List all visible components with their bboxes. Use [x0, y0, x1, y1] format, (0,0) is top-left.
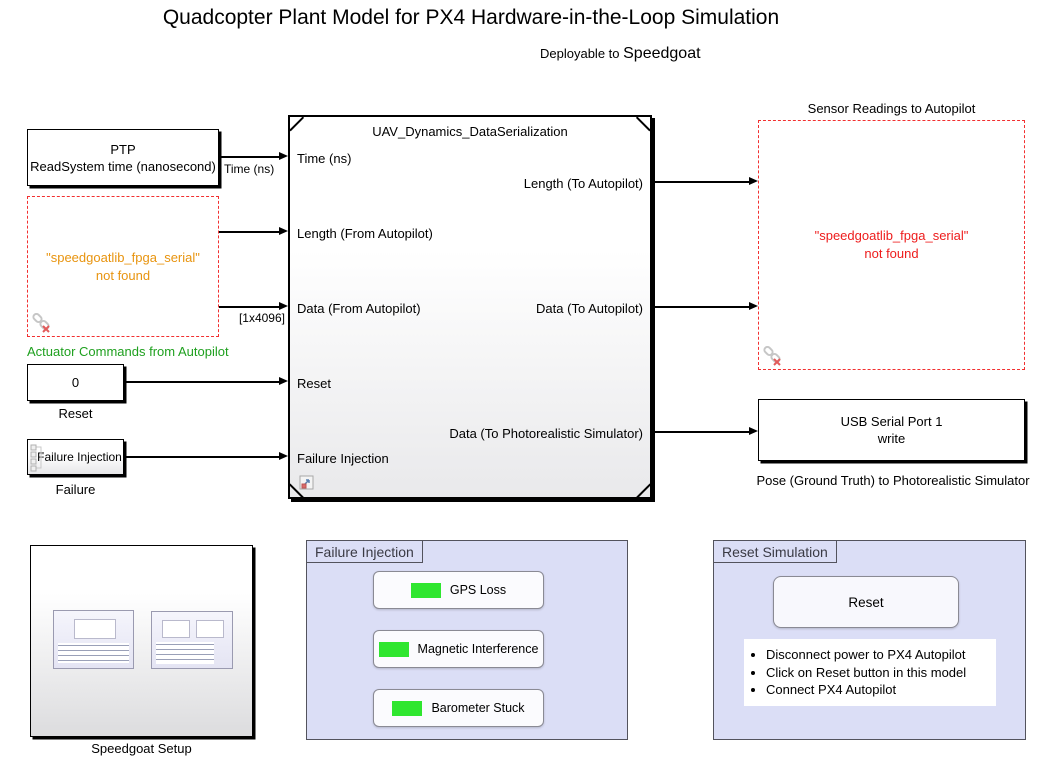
gps-loss-label: GPS Loss	[449, 583, 507, 597]
reset-step: Connect PX4 Autopilot	[766, 681, 996, 699]
arrowhead-icon	[279, 227, 288, 235]
subtitle-prefix: Deployable to	[540, 46, 624, 61]
model-reference-badge-icon	[299, 475, 314, 490]
failure-panel-title: Failure Injection	[307, 541, 423, 563]
failure-source-caption: Failure	[55, 482, 96, 497]
page-title: Quadcopter Plant Model for PX4 Hardware-…	[162, 6, 780, 29]
uav-inport-failure: Failure Injection	[297, 451, 389, 466]
wire-reset[interactable]	[124, 381, 281, 383]
wire-time[interactable]	[219, 156, 281, 158]
reset-button-label: Reset	[848, 594, 884, 610]
actuator-error-line2: not found	[95, 267, 151, 283]
broken-link-icon	[763, 346, 781, 366]
thumbnail-box	[74, 619, 116, 639]
toggle-indicator-icon	[378, 641, 409, 657]
reset-button[interactable]: Reset	[773, 576, 959, 628]
wire-failure[interactable]	[124, 456, 281, 458]
thumbnail-text-lines	[58, 643, 129, 663]
gps-loss-toggle[interactable]: GPS Loss	[373, 571, 544, 609]
failure-injection-panel: Failure Injection GPS Loss Magnetic Inte…	[306, 540, 628, 740]
broken-link-icon	[32, 313, 50, 333]
reset-step: Disconnect power to PX4 Autopilot	[766, 646, 996, 664]
ptp-line2: ReadSystem time (nanosecond)	[30, 158, 216, 174]
sensor-serial-block[interactable]: "speedgoatlib_fpga_serial" not found	[758, 120, 1025, 370]
actuator-serial-block[interactable]: "speedgoatlib_fpga_serial" not found	[27, 196, 219, 337]
speedgoat-setup-caption: Speedgoat Setup	[91, 741, 192, 756]
barometer-stuck-toggle[interactable]: Barometer Stuck	[373, 689, 544, 727]
arrowhead-icon	[749, 177, 758, 185]
toggle-indicator-icon	[410, 582, 441, 598]
subtitle-emphasis: Speedgoat	[623, 45, 701, 62]
reset-steps-box: Disconnect power to PX4 Autopilot Click …	[744, 639, 996, 706]
magnetic-interference-toggle[interactable]: Magnetic Interference	[373, 630, 544, 668]
uav-outport-data: Data (To Autopilot)	[536, 301, 643, 316]
uav-outport-photo: Data (To Photorealistic Simulator)	[449, 426, 643, 441]
corner-notch-icon	[636, 483, 651, 498]
uav-inport-length: Length (From Autopilot)	[297, 226, 433, 241]
setup-thumbnail	[151, 611, 233, 669]
uav-inport-time: Time (ns)	[297, 151, 352, 166]
reset-step: Click on Reset button in this model	[766, 664, 996, 682]
reset-constant-value: 0	[71, 375, 80, 390]
uav-dynamics-block[interactable]: UAV_Dynamics_DataSerialization Time (ns)…	[288, 115, 652, 499]
toggle-indicator-icon	[392, 700, 423, 716]
arrowhead-icon	[749, 427, 758, 435]
page-subtitle: Deployable to Speedgoat	[540, 45, 701, 63]
ptp-line1: PTP	[110, 141, 136, 157]
wire-length-to[interactable]	[652, 181, 750, 183]
uav-block-title: UAV_Dynamics_DataSerialization	[372, 124, 568, 139]
actuator-error-line1: "speedgoatlib_fpga_serial"	[46, 249, 200, 265]
arrowhead-icon	[279, 302, 288, 310]
reset-simulation-panel: Reset Simulation Reset Disconnect power …	[713, 540, 1026, 740]
wire-length-from[interactable]	[219, 231, 281, 233]
uav-inport-data: Data (From Autopilot)	[297, 301, 421, 316]
thumbnail-box	[162, 620, 190, 638]
failure-source-label: Failure Injection	[37, 449, 122, 464]
signal-label-time: Time (ns)	[224, 162, 275, 176]
sensor-error-line1: "speedgoatlib_fpga_serial"	[814, 228, 969, 243]
usb-serial-caption: Pose (Ground Truth) to Photorealistic Si…	[756, 473, 1030, 488]
sensor-serial-caption: Sensor Readings to Autopilot	[807, 101, 976, 116]
usb-serial-block[interactable]: USB Serial Port 1 write	[758, 399, 1025, 461]
actuator-annotation: Actuator Commands from Autopilot	[27, 344, 229, 359]
ptp-block[interactable]: PTP ReadSystem time (nanosecond)	[27, 129, 219, 186]
usb-line1: USB Serial Port 1	[840, 414, 943, 429]
uav-inport-reset: Reset	[297, 376, 331, 391]
thumbnail-box	[196, 620, 224, 638]
reset-constant-caption: Reset	[58, 406, 93, 421]
wire-data-photo[interactable]	[652, 431, 750, 433]
usb-line2: write	[877, 431, 906, 446]
reset-constant-block[interactable]: 0	[27, 364, 124, 401]
barometer-stuck-label: Barometer Stuck	[431, 701, 525, 715]
uav-outport-length: Length (To Autopilot)	[523, 176, 643, 191]
failure-source-block[interactable]: Failure Injection	[27, 439, 124, 475]
setup-thumbnail	[53, 610, 134, 669]
wire-data-to[interactable]	[652, 306, 750, 308]
arrowhead-icon	[279, 152, 288, 160]
sensor-error-line2: not found	[864, 246, 919, 261]
thumbnail-text-lines	[156, 642, 214, 664]
speedgoat-setup-block[interactable]	[30, 545, 253, 737]
signal-label-dimension: [1x4096]	[238, 311, 285, 325]
arrowhead-icon	[279, 452, 288, 460]
arrowhead-icon	[749, 302, 758, 310]
arrowhead-icon	[279, 377, 288, 385]
bus-ports-icon	[30, 444, 44, 472]
wire-data-from[interactable]	[219, 306, 281, 308]
magnetic-interference-label: Magnetic Interference	[417, 642, 539, 656]
reset-panel-title: Reset Simulation	[714, 541, 837, 563]
